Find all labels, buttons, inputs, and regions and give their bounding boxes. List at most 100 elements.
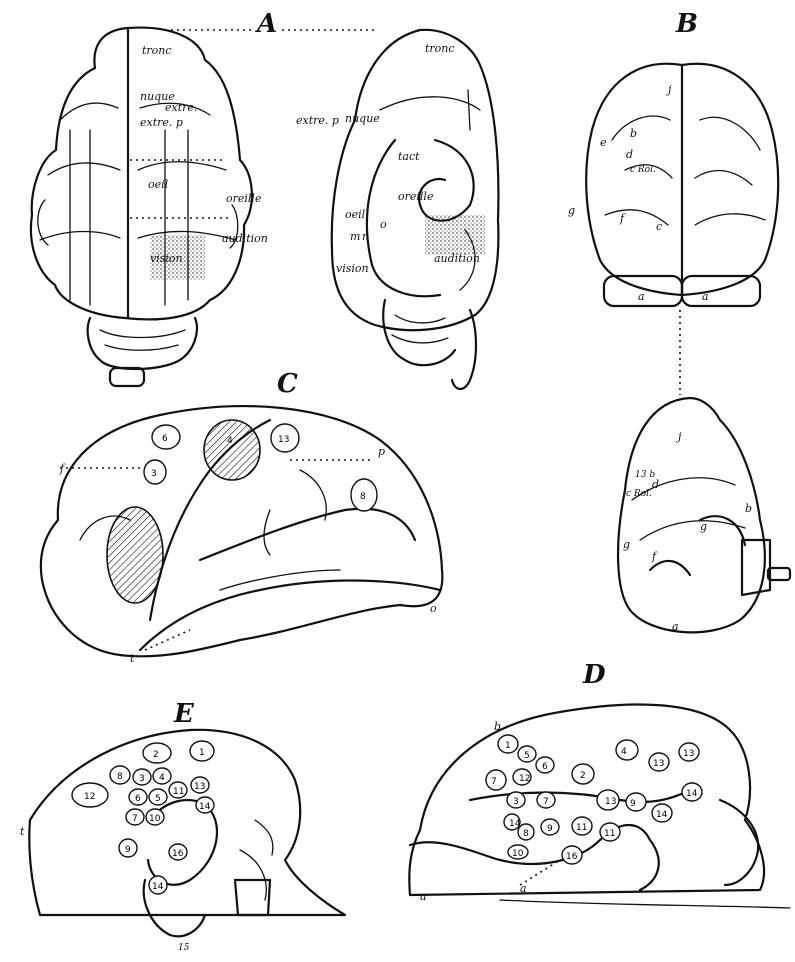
a-right-label-10: o <box>380 218 387 231</box>
c-label-f: f <box>59 462 66 475</box>
e-circle-4: 12 <box>84 792 95 802</box>
e-circle-15: 16 <box>172 849 184 859</box>
b-top-label-3: e <box>600 136 607 149</box>
b-top-label-2: b <box>630 127 637 140</box>
d-circle-14: 14 <box>656 810 668 820</box>
e-circle-7: 6 <box>135 794 141 804</box>
d-circle-19: 11 <box>604 829 615 839</box>
a-right-label-9: n <box>362 230 369 243</box>
d-circle-5: 7 <box>491 777 497 787</box>
panel-b-lateral-brain: j 13 b c Rol. d g f g b a <box>618 398 790 633</box>
a-right-label-5: oreille <box>398 190 434 203</box>
panel-a-dorsal-brain: tronc nuque extre. extre. p oeil oreille… <box>31 28 268 386</box>
e-circle-1: 2 <box>153 750 159 760</box>
d-circle-13: 9 <box>630 799 636 809</box>
e-circle-6: 4 <box>159 773 165 783</box>
a-right-label-4: tact <box>398 150 420 163</box>
d-circle-22: 14 <box>686 789 698 799</box>
a-left-label-1: tronc <box>142 44 172 57</box>
d-label-a-1: a <box>420 890 427 903</box>
panel-b-letter: B <box>675 9 698 39</box>
d-circle-3: 6 <box>542 762 548 772</box>
e-circle-3: 8 <box>117 772 123 782</box>
b-side-label-6: f <box>651 550 658 563</box>
d-circle-16: 8 <box>523 829 529 839</box>
d-label-a-2: a <box>520 882 527 895</box>
b-top-label-10: a <box>702 290 709 303</box>
d-circle-20: 10 <box>512 849 524 859</box>
e-circle-14: 9 <box>125 845 131 855</box>
a-left-label-8: vision <box>150 252 183 265</box>
a-right-label-8: m <box>350 230 360 243</box>
e-circle-8: 5 <box>155 794 161 804</box>
b-top-label-4: d <box>626 148 633 161</box>
panel-e-letter: E <box>173 699 195 729</box>
b-side-label-5: g <box>623 538 630 551</box>
d-circle-12: 7 <box>543 797 549 807</box>
c-circle-4: 3 <box>151 469 157 479</box>
e-label-15: 15 <box>178 943 190 953</box>
panel-a-lateral-brain: tronc nuque extre. p tact oreille oeil a… <box>296 30 498 389</box>
panel-a-letter: A <box>254 9 277 39</box>
e-circle-2: 1 <box>199 748 205 758</box>
d-circle-18: 11 <box>576 823 587 833</box>
e-circle-9: 7 <box>132 814 138 824</box>
d-circle-21: 16 <box>566 852 578 862</box>
b-top-label-9: a <box>638 290 645 303</box>
b-side-label-3: c Rol. <box>626 489 652 499</box>
b-side-label-7: g <box>700 520 707 533</box>
panel-e: E 2 1 8 12 3 <box>20 699 345 953</box>
d-circle-10: 13 <box>683 749 694 759</box>
panel-d-brain: 1 5 6 2 7 12 3 4 13 13 13 7 9 14 14 8 9 … <box>409 705 790 908</box>
d-circle-1: 1 <box>505 741 511 751</box>
panel-c-lateral-hemisphere: f p o t 6 4 13 3 8 <box>41 406 442 665</box>
e-label-t: t <box>20 825 25 838</box>
c-label-t: t <box>130 652 135 665</box>
a-left-label-7: audition <box>222 232 268 245</box>
e-circle-12: 13 <box>194 782 205 792</box>
a-left-label-6: oreille <box>226 192 262 205</box>
d-circle-9: 13 <box>653 759 664 769</box>
a-right-label-1: tronc <box>425 42 455 55</box>
a-right-label-2: nuque <box>345 112 380 125</box>
a-left-label-5: oeil <box>148 178 169 191</box>
d-circle-17: 9 <box>547 824 553 834</box>
d-circle-15: 14 <box>509 819 521 829</box>
e-circle-13: 14 <box>199 802 211 812</box>
a-right-label-7: audition <box>434 252 480 265</box>
d-circle-8: 4 <box>621 747 627 757</box>
d-circle-11: 13 <box>605 797 616 807</box>
panel-c: C f p o t 6 4 13 3 8 <box>41 369 442 665</box>
a-left-label-4: extre. p <box>140 116 183 129</box>
panel-d: D <box>409 660 790 908</box>
c-circle-1: 6 <box>162 434 168 444</box>
b-side-label-9: a <box>672 620 679 633</box>
c-circle-5: 8 <box>360 492 366 502</box>
d-circle-4: 2 <box>580 771 586 781</box>
d-circle-6: 12 <box>519 774 530 784</box>
panel-e-brain: 2 1 8 12 3 4 6 5 7 10 11 13 14 9 16 14 t… <box>20 730 345 953</box>
panel-c-letter: C <box>277 369 298 399</box>
c-label-p: p <box>378 445 385 458</box>
d-circle-2: 5 <box>524 751 530 761</box>
b-side-label-1: j <box>675 430 682 443</box>
a-right-label-6: oeil <box>345 208 366 221</box>
e-circle-5: 3 <box>139 774 145 784</box>
b-top-label-5: c Rol. <box>630 165 656 175</box>
b-side-label-8: b <box>745 502 752 515</box>
c-circle-3: 13 <box>278 435 289 445</box>
e-circle-10: 10 <box>149 814 161 824</box>
b-top-label-8: c <box>656 220 662 233</box>
panel-d-letter: D <box>582 660 606 690</box>
c-label-o: o <box>430 602 437 615</box>
d-label-b: b <box>494 720 501 733</box>
a-right-label-11: vision <box>336 262 369 275</box>
d-circle-7: 3 <box>513 797 519 807</box>
a-right-label-3: extre. p <box>296 114 339 127</box>
b-side-label-4: d <box>652 478 659 491</box>
b-top-label-7: f <box>619 212 626 225</box>
e-circle-11: 11 <box>173 787 184 797</box>
b-top-label-1: j <box>665 83 672 96</box>
c-circle-2: 4 <box>227 436 233 446</box>
